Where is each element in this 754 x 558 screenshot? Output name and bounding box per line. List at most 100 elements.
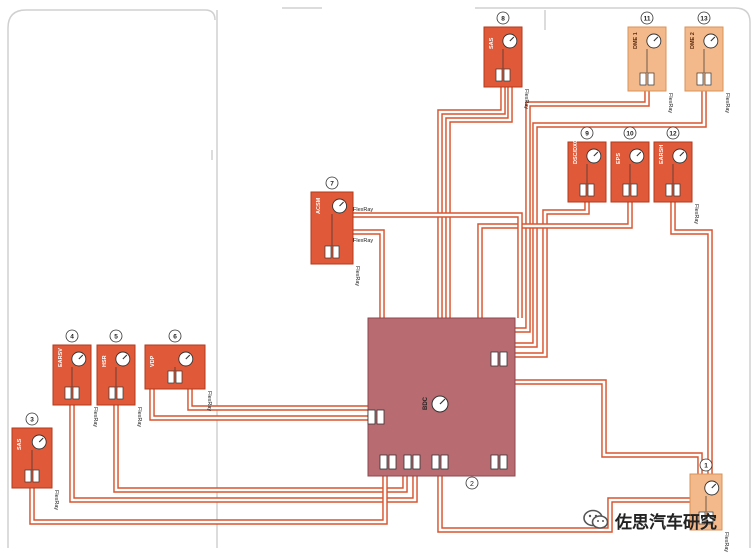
gateway-bdc: BDC <box>367 317 516 477</box>
connector-block <box>440 454 449 470</box>
ecu-name: DME 1 <box>633 32 639 49</box>
gateway-name: BDC <box>423 396 429 410</box>
connector-block <box>388 454 397 470</box>
bus-wire-inner <box>515 380 702 474</box>
bus-wire-inner <box>150 389 368 420</box>
ecu-name: DME 2 <box>690 32 696 49</box>
connector-pin <box>503 68 511 82</box>
ecu-number-circle <box>65 329 79 343</box>
connector-pin <box>622 183 630 197</box>
connector-pin <box>704 72 712 86</box>
bus-wire-outer <box>477 202 633 318</box>
flexray-label: FlexRay <box>136 407 142 427</box>
ecu-number-circle <box>325 176 339 190</box>
connector-pin <box>706 511 714 525</box>
flexray-label: FlexRay <box>206 391 212 411</box>
connector-pin <box>72 386 80 400</box>
connector-block <box>379 454 388 470</box>
bus-wire-inner <box>70 405 417 502</box>
bus-wire-outer <box>515 379 703 474</box>
ecu-number-circle <box>623 126 637 140</box>
connector-block <box>367 409 376 425</box>
connector-pin <box>324 245 332 259</box>
watermark: 佐思汽车研究 <box>583 505 753 535</box>
gateway-number-callout: 2 <box>465 476 479 490</box>
gateway-number: 2 <box>470 481 474 488</box>
connector-pin <box>64 386 72 400</box>
bus-wire-inner <box>114 405 407 492</box>
bus-wire-inner <box>353 230 384 318</box>
connector-block <box>376 409 385 425</box>
connector-block <box>431 454 440 470</box>
bus-wire-inner <box>30 476 387 524</box>
connector-block <box>490 351 499 367</box>
connector-pin <box>698 511 706 525</box>
flexray-label: FlexRay <box>53 490 59 510</box>
watermark-text: 佐思汽车研究 <box>615 512 717 533</box>
ecu-name: DSC/DXC <box>573 139 579 164</box>
ecu-number: 3 <box>30 417 34 424</box>
connector-pin <box>167 370 175 384</box>
connector-block <box>490 454 499 470</box>
ecu-modules: 1FlexRaySAS3FlexRayEARSV4FlexRayHSR5Flex… <box>11 11 730 552</box>
ecu-number: 6 <box>173 334 177 341</box>
ecu-number: 7 <box>330 181 334 188</box>
bus-wire-inner <box>515 202 589 357</box>
ecu-number: 13 <box>700 16 708 23</box>
connector-pin <box>24 469 32 483</box>
bus-wire-inner <box>478 202 632 318</box>
ecu-number: 1 <box>704 463 708 470</box>
connector-pin <box>665 183 673 197</box>
ecu-number-circle <box>580 126 594 140</box>
connector-pin <box>579 183 587 197</box>
gauge-icon <box>502 33 518 49</box>
ecu-number-circle <box>666 126 680 140</box>
bus-wire-inner <box>671 202 712 474</box>
connector-pin <box>175 370 183 384</box>
flexray-label: FlexRay <box>353 238 373 244</box>
ecu-number: 5 <box>114 334 118 341</box>
bus-wire-outer <box>149 389 368 421</box>
ecu-name: HSR <box>102 355 108 367</box>
connector-pin <box>673 183 681 197</box>
bus-wire-inner <box>188 389 368 410</box>
ecu-number-circle <box>109 329 123 343</box>
ecu-number-circle <box>25 412 39 426</box>
connector-pin <box>108 386 116 400</box>
ecu-name: VDP <box>150 355 156 367</box>
ecu-name: EARSH <box>659 145 665 164</box>
ecu-number: 10 <box>626 131 634 138</box>
flexray-label: FlexRay <box>723 532 729 552</box>
connector-pin <box>587 183 595 197</box>
ecu-number-circle <box>496 11 510 25</box>
ecu-number-circle <box>168 329 182 343</box>
bus-wire-inner <box>353 213 522 318</box>
bus-wire-outer <box>670 202 713 474</box>
ecu-number: 11 <box>644 16 651 23</box>
ecu-number: 9 <box>585 131 589 138</box>
bus-wire-inner <box>438 476 694 532</box>
connector-pin <box>32 469 40 483</box>
ecu-e9: DSC/DXC 9 <box>567 126 607 203</box>
ecu-number-circle <box>697 11 711 25</box>
connector-pin <box>332 245 340 259</box>
ecu-number-circle <box>640 11 654 25</box>
connector-pin <box>639 72 647 86</box>
connector-block <box>403 454 412 470</box>
flexray-label: FlexRay <box>354 266 360 286</box>
ecu-name: EARSV <box>58 348 64 367</box>
connector-pin <box>696 72 704 86</box>
background-frame <box>7 7 751 548</box>
bus-wire-inner <box>515 91 706 347</box>
ecu-number: 4 <box>70 334 74 341</box>
